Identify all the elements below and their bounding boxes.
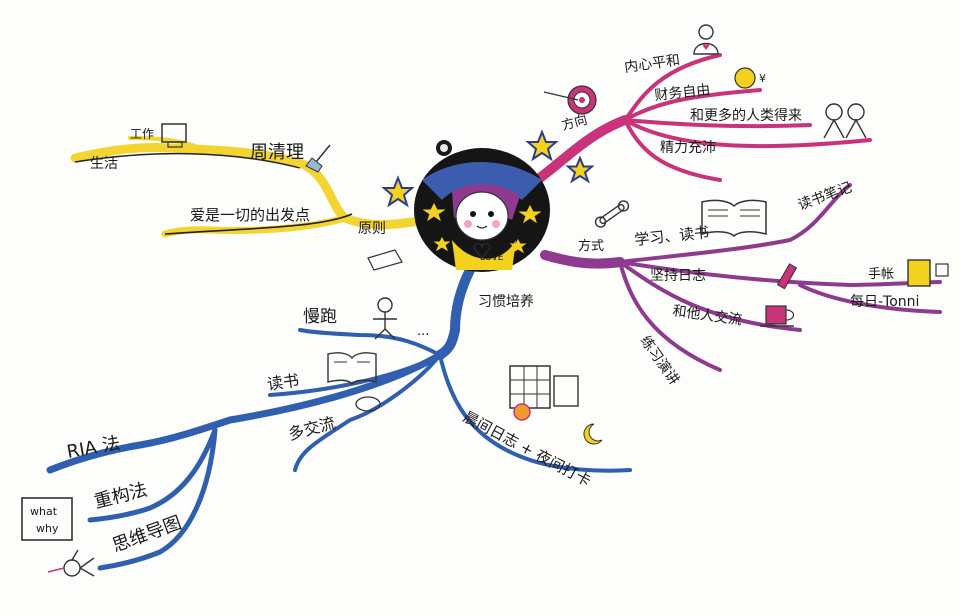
item-people: 和更多的人类得来 — [690, 107, 802, 124]
eye — [470, 211, 476, 217]
computer-icon — [161, 123, 187, 148]
chat-icon — [355, 396, 381, 412]
face — [455, 191, 509, 241]
item-weekly: 周清理 — [250, 142, 304, 163]
branch-method: 方式 学习、读书 读书笔记 坚持日志 手帐 每日-Tonni 和他人交流 练习演… — [540, 179, 949, 388]
key-icon — [594, 200, 630, 228]
book-icon — [701, 199, 767, 238]
item-daily: 每日-Tonni — [850, 294, 919, 310]
branch-stroke — [623, 88, 762, 122]
why-text: why — [36, 522, 59, 535]
cup-icon — [760, 305, 795, 327]
what-text: what — [30, 505, 58, 518]
item-journal: 晨间日志 + 夜间打卡 — [460, 408, 594, 491]
heart-icon — [473, 242, 491, 259]
branch-stroke — [623, 118, 812, 129]
hair-band — [422, 161, 542, 200]
money-bag-icon: ¥ — [734, 67, 766, 89]
branch-stroke — [87, 427, 218, 523]
habit-label: 习惯培养 — [478, 293, 534, 310]
mindmap-icon — [47, 549, 95, 577]
planner-icon — [907, 259, 949, 287]
love-badge: LOVE — [480, 253, 504, 263]
branch-stroke — [623, 118, 872, 149]
branch-stroke — [540, 250, 625, 269]
run-dots: ... — [417, 324, 429, 339]
target-icon — [543, 85, 597, 115]
yuan-symbol: ¥ — [759, 72, 766, 85]
branch-habit: 习惯培养 慢跑 读书 多交流 晨间日志 + 夜间打卡 RIA 法 重构法 思维导… — [21, 265, 632, 577]
branch-stroke — [618, 260, 722, 372]
item-study: 学习、读书 — [634, 223, 710, 249]
star-icon — [565, 155, 595, 184]
item-talk: 多交流 — [286, 413, 337, 444]
calendar-icon — [509, 365, 579, 409]
what-why-icon: what why — [21, 497, 73, 541]
branch-stroke — [97, 427, 218, 571]
item-work: 工作 — [130, 127, 154, 141]
body — [452, 240, 516, 270]
blush — [492, 220, 500, 228]
item-life: 生活 — [90, 156, 118, 172]
method-label: 方式 — [578, 238, 604, 254]
pen-icon — [776, 263, 798, 290]
branch-stroke — [46, 351, 444, 474]
item-ria: RIA 法 — [65, 433, 122, 463]
branch-stroke — [435, 265, 475, 360]
broom-icon — [305, 144, 331, 173]
item-planner: 手帐 — [868, 267, 894, 282]
item-money: 财务自由 — [654, 82, 711, 104]
branch-stroke — [798, 283, 942, 314]
star-icon — [422, 202, 542, 254]
branch-stroke — [128, 136, 212, 154]
branch-stroke — [623, 118, 722, 182]
central-image: LOVE — [414, 140, 550, 272]
direction-label: 方向 — [560, 112, 589, 134]
branch-stroke — [298, 328, 442, 357]
item-rebuild: 重构法 — [92, 479, 149, 512]
branch-stroke — [623, 53, 722, 122]
item-practice: 练习演讲 — [637, 333, 682, 388]
person-icon — [693, 24, 719, 55]
principle-outline — [74, 152, 301, 169]
item-read: 读书 — [266, 371, 300, 394]
branch-stroke — [70, 143, 430, 230]
star-icon — [525, 129, 559, 162]
branch-principle: 原则 周清理 爱是一切的出发点 工作 生活 — [70, 123, 430, 271]
branch-direction: 方向 内心平和 财务自由 和更多的人类得来 精力充沛 ¥ — [525, 24, 872, 190]
item-peace: 内心平和 — [623, 52, 681, 76]
principle-underline — [164, 213, 353, 235]
branch-stroke — [618, 260, 942, 288]
laptop-icon — [367, 249, 403, 271]
item-share: 和他人交流 — [671, 302, 743, 329]
branch-stroke — [438, 353, 632, 473]
book-icon — [327, 352, 377, 386]
branch-stroke — [293, 353, 442, 472]
people-icon — [823, 103, 867, 139]
eye — [488, 211, 494, 217]
item-diary: 坚持日志 — [650, 268, 706, 284]
star-icon — [381, 175, 415, 208]
item-run: 慢跑 — [303, 306, 337, 327]
sun-icon — [513, 403, 531, 421]
item-love: 爱是一切的出发点 — [190, 206, 310, 224]
branch-stroke — [618, 183, 852, 264]
principle-label: 原则 — [358, 221, 386, 237]
item-mindmap: 思维导图 — [110, 512, 185, 556]
item-energy: 精力充沛 — [660, 140, 716, 156]
blush — [464, 220, 472, 228]
runner-icon: ... — [373, 297, 429, 340]
moon-icon — [583, 423, 603, 445]
